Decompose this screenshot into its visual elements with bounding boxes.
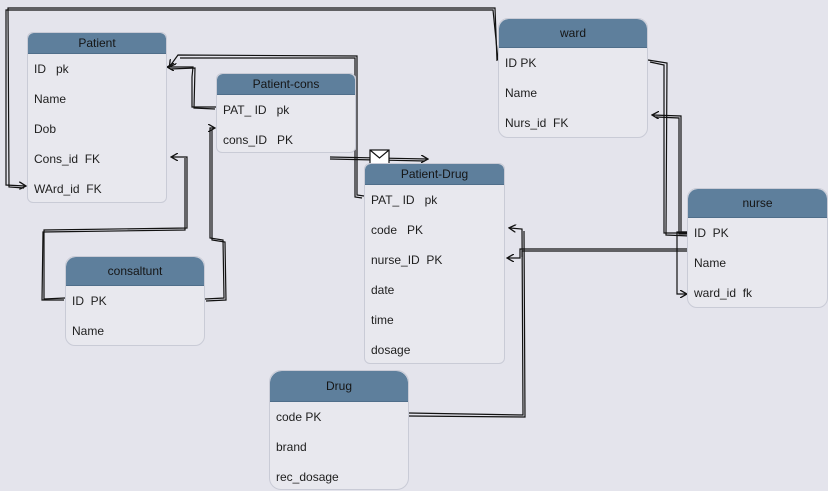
field-row: ID PK: [72, 294, 107, 308]
field-row: brand: [276, 440, 307, 454]
field-row: PAT_ ID pk: [371, 193, 438, 207]
entity-title: Patient-Drug: [365, 164, 504, 185]
entity-nurse[interactable]: nurse ID PK Name ward_id fk: [687, 188, 828, 308]
entity-ward[interactable]: ward ID PK Name Nurs_id FK: [498, 18, 648, 138]
field-row: Name: [72, 324, 105, 338]
entity-drug[interactable]: Drug code PK brand rec_dosage: [269, 370, 409, 490]
field-row: ID PK: [694, 226, 729, 240]
field-row: PAT_ ID pk: [223, 103, 290, 117]
field-row: ID PK: [505, 56, 537, 70]
field-row: cons_ID PK: [223, 133, 294, 147]
entity-title: Patient: [28, 33, 166, 54]
connector-consaltunt-patientcons: [204, 128, 225, 300]
field-row: ward_id fk: [694, 286, 753, 300]
field-row: nurse_ID PK: [371, 253, 443, 267]
field-row: code PK: [276, 410, 322, 424]
envelope-icon: [369, 149, 390, 165]
field-row: dosage: [371, 343, 411, 357]
field-row: ID pk: [34, 62, 69, 76]
field-row: time: [371, 313, 394, 327]
connector-nurse-patientdrug: [508, 248, 693, 258]
entity-title: nurse: [688, 189, 827, 218]
field-row: Name: [505, 86, 538, 100]
field-row: code PK: [371, 223, 424, 237]
connector-nurse-self: [676, 231, 687, 294]
field-row: Name: [694, 256, 727, 270]
field-row: WArd_id FK: [34, 182, 102, 196]
field-row: rec_dosage: [276, 470, 339, 484]
connector-ward-nurse: [647, 59, 691, 237]
entity-title: Drug: [270, 371, 408, 402]
entity-title: consaltunt: [66, 257, 204, 286]
entity-title: Patient-cons: [217, 74, 355, 95]
entity-title: ward: [499, 19, 647, 48]
field-row: Name: [34, 92, 67, 106]
entity-consaltunt[interactable]: consaltunt ID PK Name: [65, 256, 205, 346]
connector-patientcons-patientdrug: [329, 157, 427, 159]
entity-patient-cons[interactable]: Patient-cons PAT_ ID pk cons_ID PK: [216, 73, 356, 153]
connector-nurse-ward: [653, 115, 690, 233]
field-row: Dob: [34, 122, 57, 136]
connector-patientcons-patient: [168, 67, 216, 108]
entity-patient-drug[interactable]: Patient-Drug PAT_ ID pk code PK nurse_ID…: [364, 163, 505, 364]
entity-patient[interactable]: Patient ID pk Name Dob Cons_id FK WArd_i…: [27, 32, 167, 203]
field-row: Cons_id FK: [34, 152, 101, 166]
field-row: date: [371, 283, 395, 297]
field-row: Nurs_id FK: [505, 116, 569, 130]
